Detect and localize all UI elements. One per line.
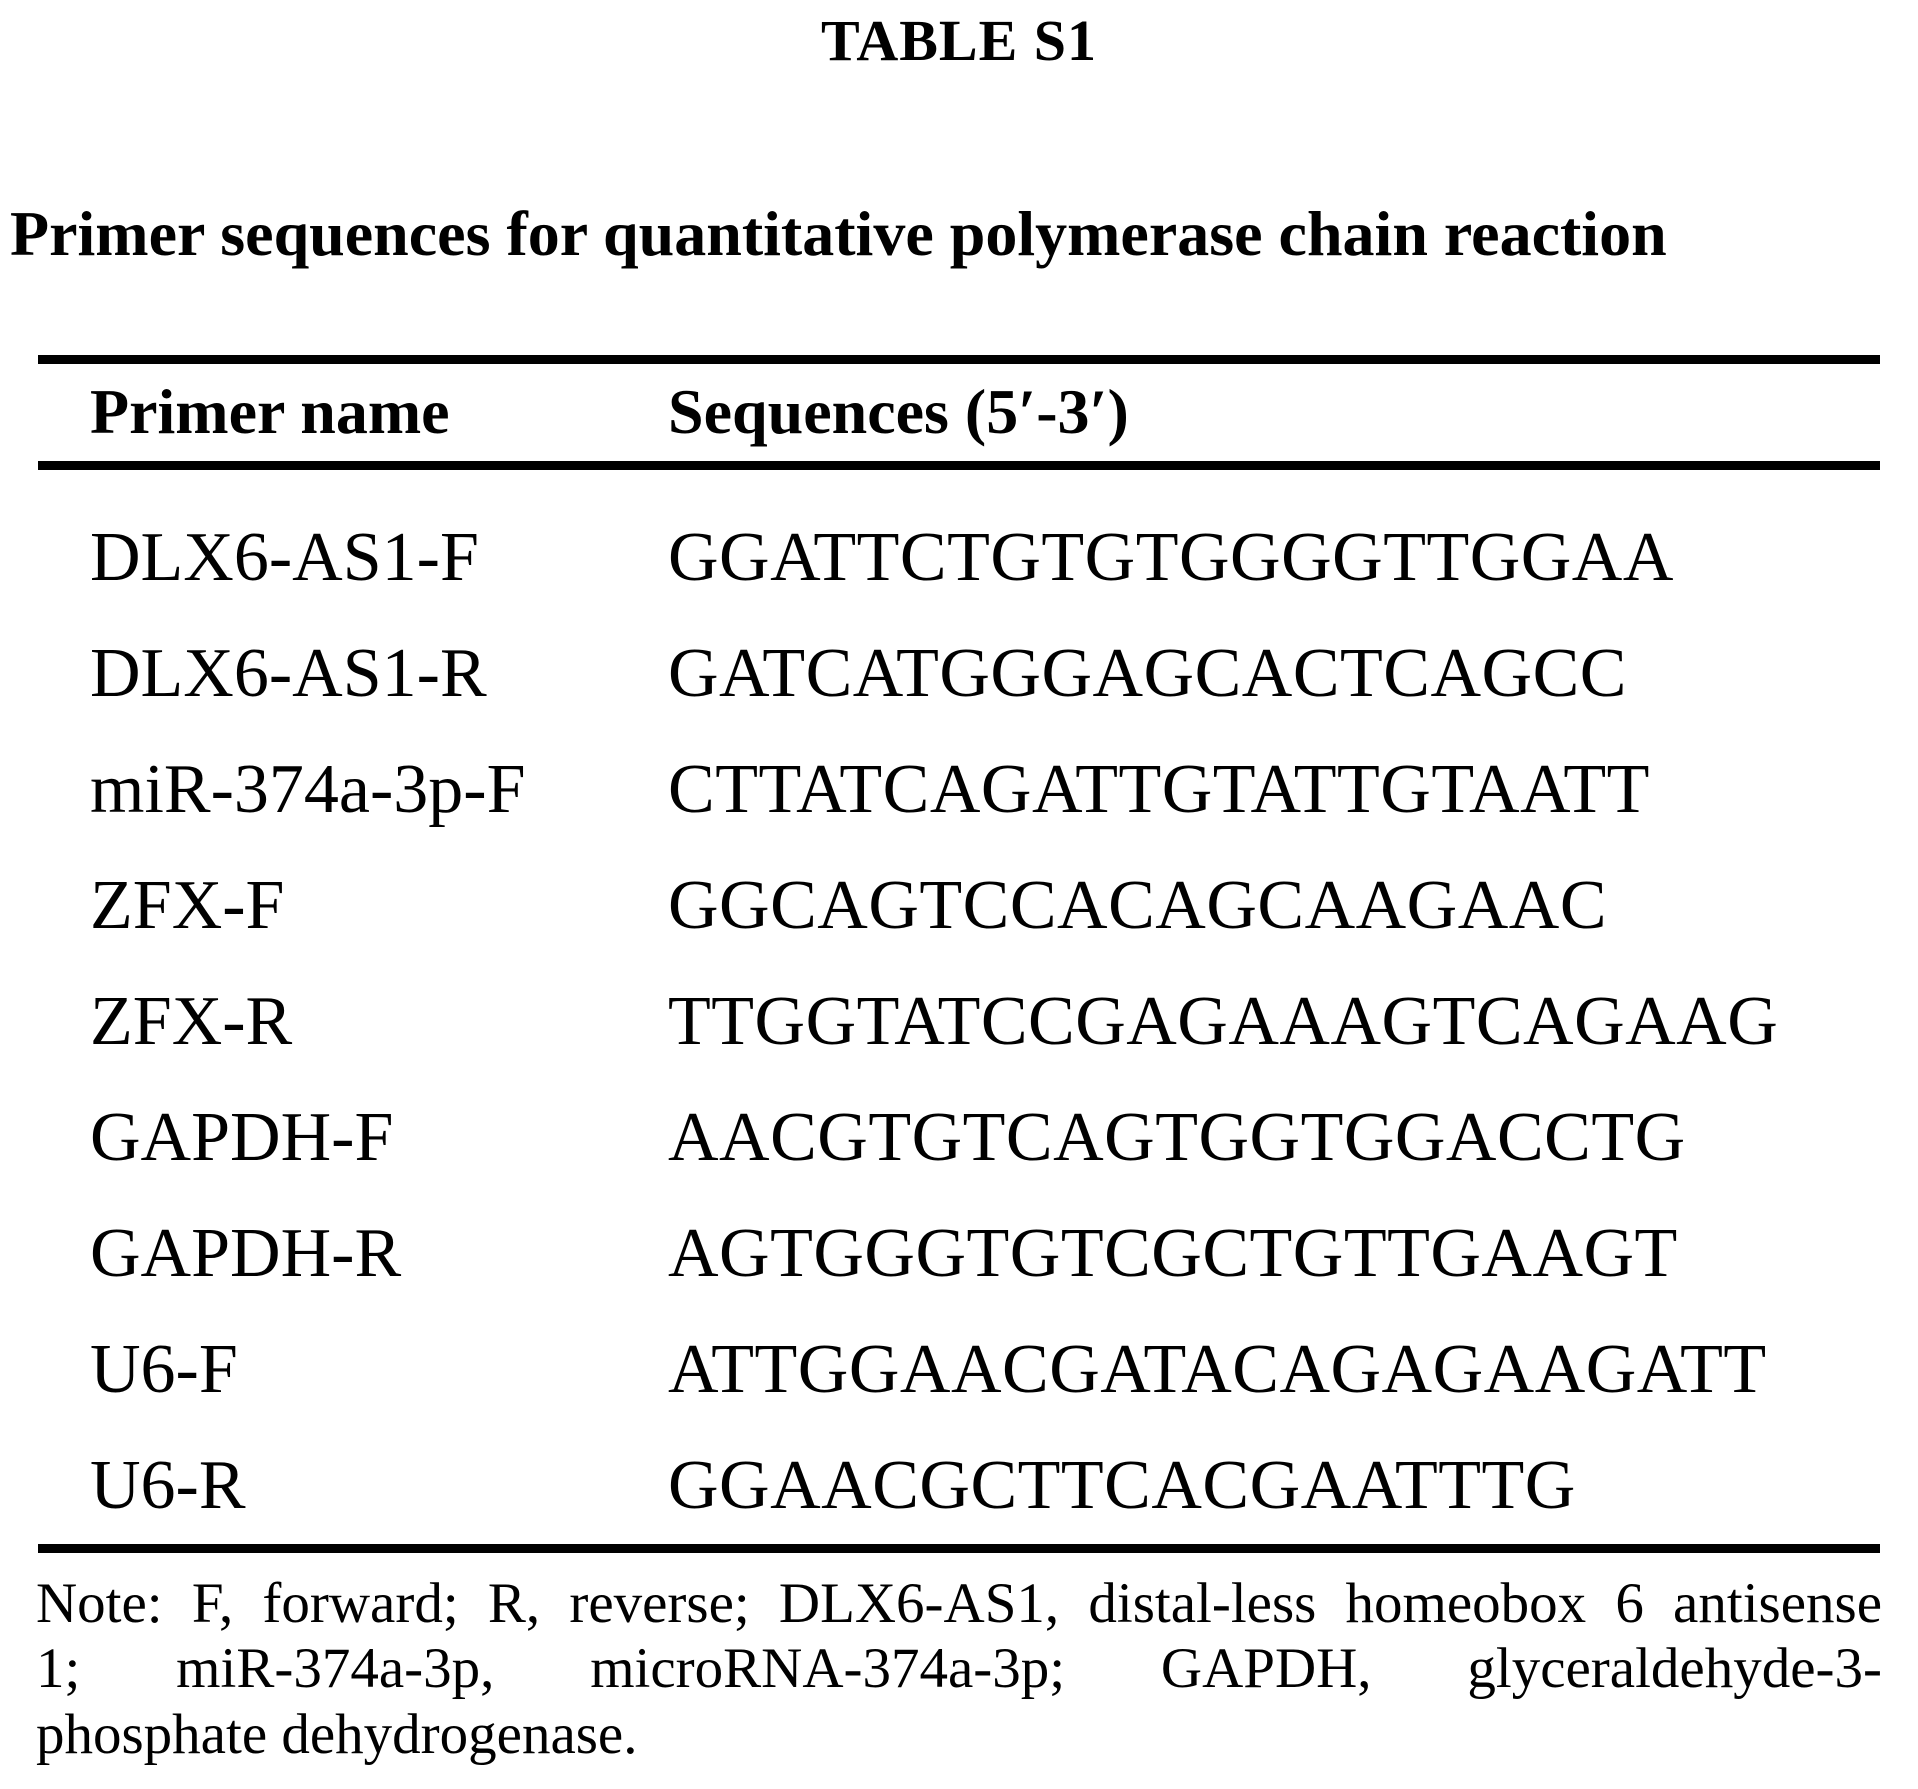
sequence-cell: ATTGGAACGATACAGAGAAGATT — [668, 1330, 1767, 1408]
table-row: GAPDH-F AACGTGTCAGTGGTGGACCTG — [38, 1080, 1880, 1196]
sequence-cell: AGTGGGTGTCGCTGTTGAAGT — [668, 1214, 1678, 1292]
primer-name-cell: ZFX-R — [90, 982, 293, 1060]
footnote-line: Note: F, forward; R, reverse; DLX6-AS1, … — [36, 1571, 1882, 1635]
table-row: U6-R GGAACGCTTCACGAATTTG — [38, 1428, 1880, 1544]
sequence-cell: TTGGTATCCGAGAAAGTCAGAAG — [668, 982, 1779, 1060]
table-header-row: Primer name Sequences (5′-3′) — [38, 364, 1880, 470]
sequence-cell: CTTATCAGATTGTATTGTAATT — [668, 750, 1650, 828]
primer-name-cell: DLX6-AS1-F — [90, 518, 479, 596]
sequence-cell: AACGTGTCAGTGGTGGACCTG — [668, 1098, 1686, 1176]
table-row: ZFX-R TTGGTATCCGAGAAAGTCAGAAG — [38, 964, 1880, 1080]
primer-name-cell: miR-374a-3p-F — [90, 750, 526, 828]
primer-name-cell: DLX6-AS1-R — [90, 634, 487, 712]
primer-name-cell: GAPDH-R — [90, 1214, 402, 1292]
footnote-line: phosphate dehydrogenase. — [36, 1702, 638, 1766]
primer-name-cell: U6-F — [90, 1330, 238, 1408]
header-sequences: Sequences (5′-3′) — [668, 376, 1129, 448]
sequence-cell: GGATTCTGTGTGGGGTTGGAA — [668, 518, 1674, 596]
table-row: GAPDH-R AGTGGGTGTCGCTGTTGAAGT — [38, 1196, 1880, 1312]
primer-name-cell: GAPDH-F — [90, 1098, 394, 1176]
document-title: Primer sequences for quantitative polyme… — [10, 197, 1667, 269]
sequence-cell: GATCATGGGAGCACTCAGCC — [668, 634, 1627, 712]
table-label: TABLE S1 — [820, 8, 1098, 73]
table-body: DLX6-AS1-F GGATTCTGTGTGGGGTTGGAA DLX6-AS… — [38, 470, 1880, 1544]
table-row: ZFX-F GGCAGTCCACAGCAAGAAC — [38, 848, 1880, 964]
table-row: DLX6-AS1-F GGATTCTGTGTGGGGTTGGAA — [38, 500, 1880, 616]
sequence-cell: GGCAGTCCACAGCAAGAAC — [668, 866, 1608, 944]
table-footnote: Note: F, forward; R, reverse; DLX6-AS1, … — [36, 1571, 1882, 1768]
primer-name-cell: ZFX-F — [90, 866, 285, 944]
footnote-line: 1; miR-374a-3p, microRNA-374a-3p; GAPDH,… — [36, 1637, 1882, 1701]
sequence-cell: GGAACGCTTCACGAATTTG — [668, 1446, 1576, 1524]
primer-table: Primer name Sequences (5′-3′) DLX6-AS1-F… — [38, 355, 1880, 1553]
header-primer-name: Primer name — [90, 376, 450, 448]
primer-name-cell: U6-R — [90, 1446, 246, 1524]
table-row: U6-F ATTGGAACGATACAGAGAAGATT — [38, 1312, 1880, 1428]
table-row: DLX6-AS1-R GATCATGGGAGCACTCAGCC — [38, 616, 1880, 732]
table-row: miR-374a-3p-F CTTATCAGATTGTATTGTAATT — [38, 732, 1880, 848]
